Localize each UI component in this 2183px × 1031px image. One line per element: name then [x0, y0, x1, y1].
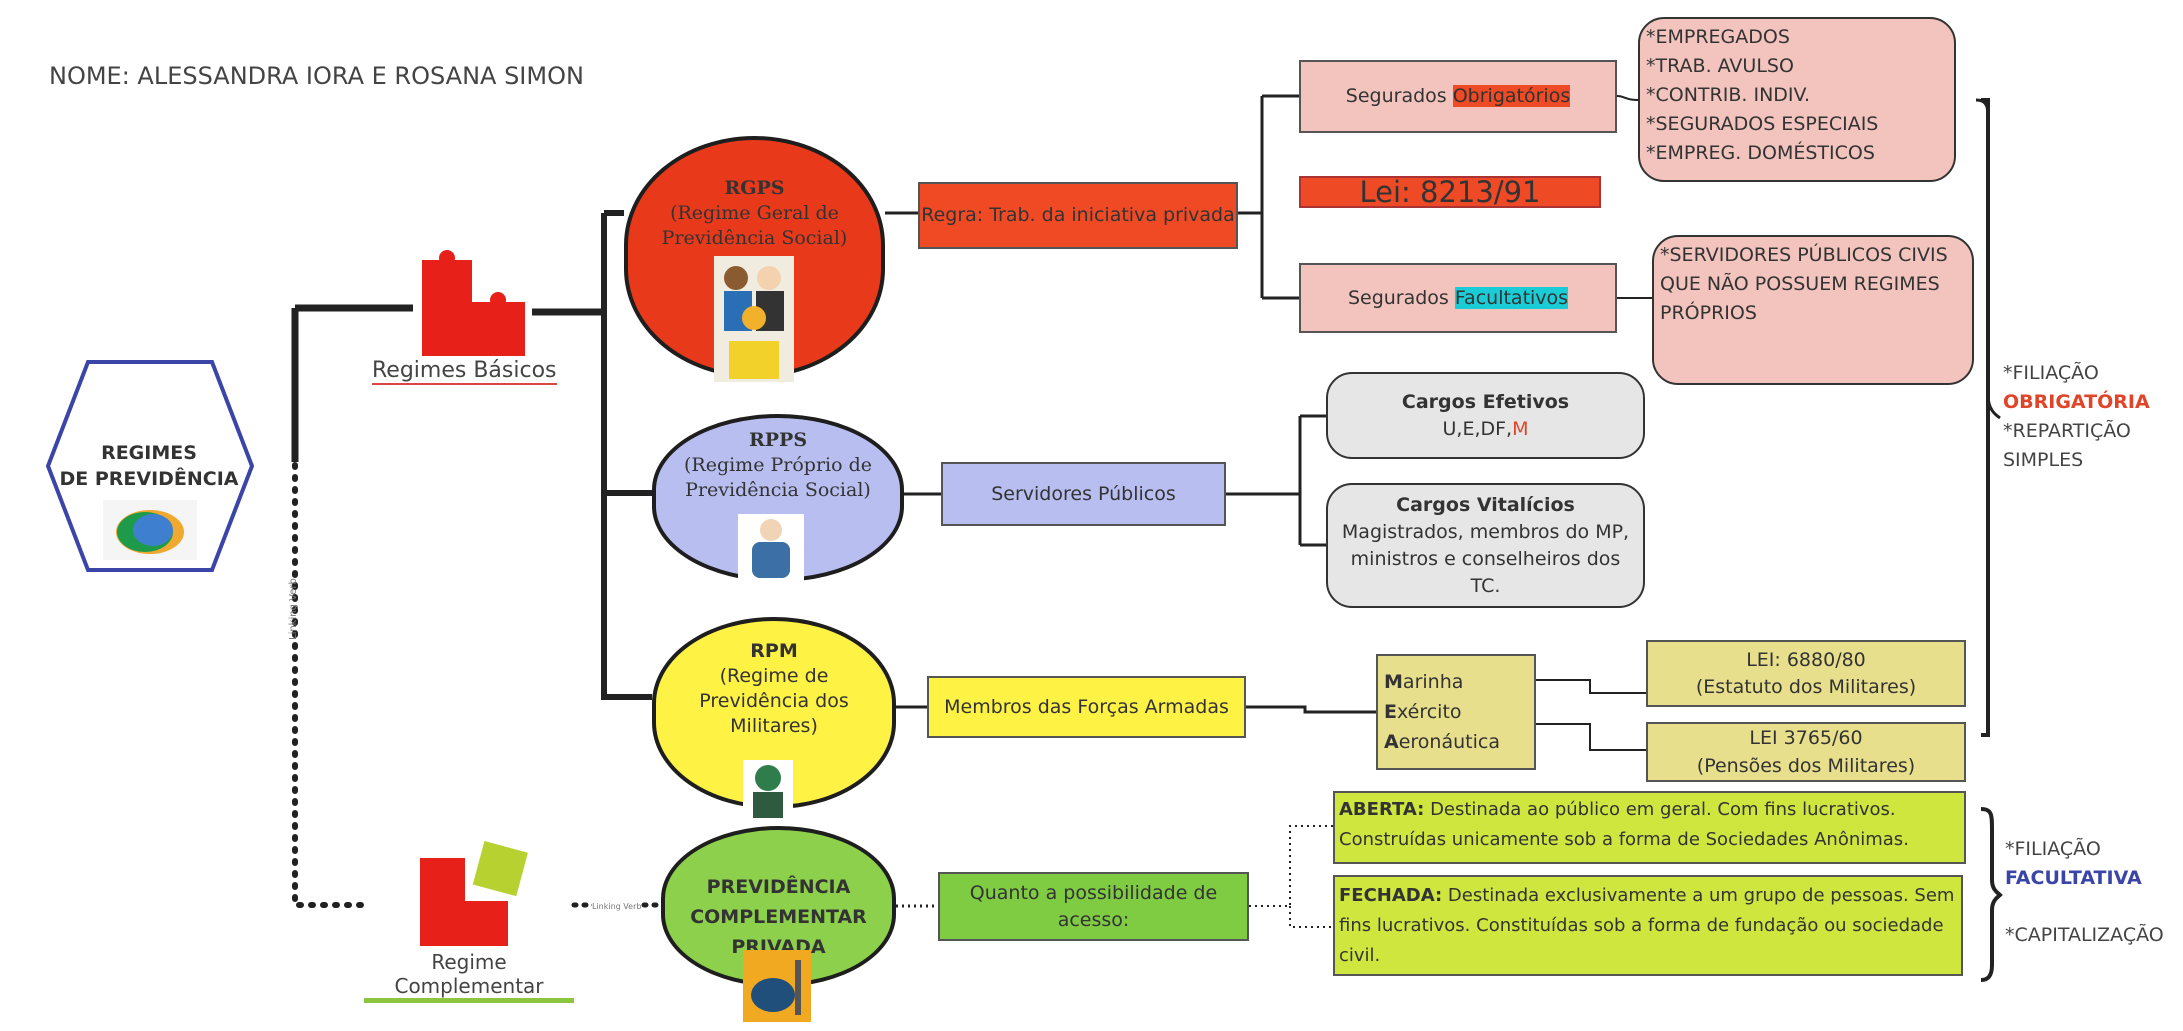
text: Magistrados, membros do MP, ministros e … [1341, 520, 1630, 597]
puzzle-icon [420, 841, 528, 946]
highlight: Obrigatórios [1452, 85, 1571, 107]
author-names: NOME: ALESSANDRA IORA E ROSANA SIMON [49, 62, 584, 90]
label: Segurados [1345, 85, 1453, 107]
list-item: *TRAB. AVULSO [1646, 55, 1794, 77]
segurados-facultativos-box[interactable]: Segurados Facultativos [1299, 263, 1617, 333]
puzzle-icon [422, 250, 525, 356]
inss-logo-icon [103, 500, 197, 560]
cargos-vitalicios-title: Cargos Vitalícios [1396, 493, 1575, 516]
list-item: *EMPREG. DOMÉSTICOS [1646, 142, 1875, 164]
text: (Pensões dos Militares) [1696, 755, 1916, 777]
list-item: *EMPREGADOS [1646, 26, 1790, 48]
membros-forcas-box[interactable]: Membros das Forças Armadas [927, 676, 1246, 738]
quanto-acesso-box[interactable]: Quanto a possibilidade de acesso: [938, 872, 1249, 941]
servidores-publicos-box[interactable]: Servidores Públicos [941, 462, 1226, 526]
regime-complementar-label: Regime Complementar [364, 950, 574, 1003]
linking-verb-label: Linking Verb [592, 902, 642, 911]
linking-verb-label: Linking Verb [288, 578, 299, 640]
force-item: Marinha [1384, 671, 1464, 693]
rgps-rule-box[interactable]: Regra: Trab. da iniciativa privada [918, 182, 1238, 249]
lei-3765-box[interactable]: LEI 3765/60 (Pensões dos Militares) [1646, 722, 1966, 782]
fechada-box[interactable]: FECHADA: Destinada exclusivamente a um g… [1333, 875, 1963, 976]
filiacao-obrigatoria-note: *FILIAÇÃO OBRIGATÓRIA *REPARTIÇÃO SIMPLE… [2003, 362, 2150, 471]
regimes-basicos-label: Regimes Básicos [372, 358, 557, 385]
text: LEI: 6880/80 [1746, 648, 1866, 671]
list-item: *CONTRIB. INDIV. [1646, 84, 1811, 106]
label: Segurados [1347, 286, 1455, 309]
rpm-title: RPM [750, 640, 798, 662]
piggy-bank-image [743, 950, 811, 1022]
fechada-label: FECHADA: [1339, 885, 1443, 906]
cargos-efetivos-box[interactable]: Cargos Efetivos U,E,DF,M [1326, 372, 1645, 459]
force-item: Exército [1384, 701, 1462, 723]
lei-6880-box[interactable]: LEI: 6880/80 (Estatuto dos Militares) [1646, 640, 1966, 707]
facultativos-description: *SERVIDORES PÚBLICOS CIVIS QUE NÃO POSSU… [1652, 235, 1974, 385]
aberta-label: ABERTA: [1339, 799, 1425, 820]
soldier-image [743, 760, 793, 818]
text: U,E,DF, [1442, 417, 1513, 440]
text: Destinada exclusivamente a um grupo de p… [1339, 885, 1955, 966]
highlight: M [1512, 417, 1529, 440]
lei-8213-box[interactable]: Lei: 8213/91 [1299, 176, 1601, 208]
obrigatorios-list: *EMPREGADOS *TRAB. AVULSO *CONTRIB. INDI… [1638, 17, 1956, 182]
cargos-efetivos-title: Cargos Efetivos [1401, 390, 1570, 413]
workers-image [714, 256, 794, 382]
forcas-armadas-box[interactable]: Marinha Exército Aeronáutica [1376, 654, 1536, 770]
highlight: Facultativos [1454, 286, 1569, 309]
list-item: *SEGURADOS ESPECIAIS [1646, 113, 1879, 135]
rpps-subtitle: (Regime Próprio de Previdência Social) [683, 454, 872, 501]
public-servant-image [738, 514, 804, 582]
segurados-obrigatorios-box[interactable]: Segurados Obrigatórios [1299, 60, 1617, 133]
force-item: Aeronáutica [1384, 731, 1500, 753]
aberta-box[interactable]: ABERTA: Destinada ao público em geral. C… [1333, 791, 1966, 864]
rpps-title: RPPS [748, 429, 808, 451]
text: (Estatuto dos Militares) [1695, 675, 1917, 698]
text: LEI 3765/60 [1749, 727, 1863, 749]
filiacao-facultativa-note: *FILIAÇÃO FACULTATIVA *CAPITALIZAÇÃO [2005, 838, 2164, 946]
rgps-title: RGPS [724, 177, 785, 199]
rgps-subtitle: (Regime Geral de Previdência Social) [661, 202, 848, 249]
rpm-subtitle: (Regime de Previdência dos Militares) [699, 665, 849, 737]
cargos-vitalicios-box[interactable]: Cargos Vitalícios Magistrados, membros d… [1326, 483, 1645, 608]
text: Destinada ao público em geral. Com fins … [1339, 799, 1909, 850]
root-hexagon[interactable] [44, 359, 256, 573]
